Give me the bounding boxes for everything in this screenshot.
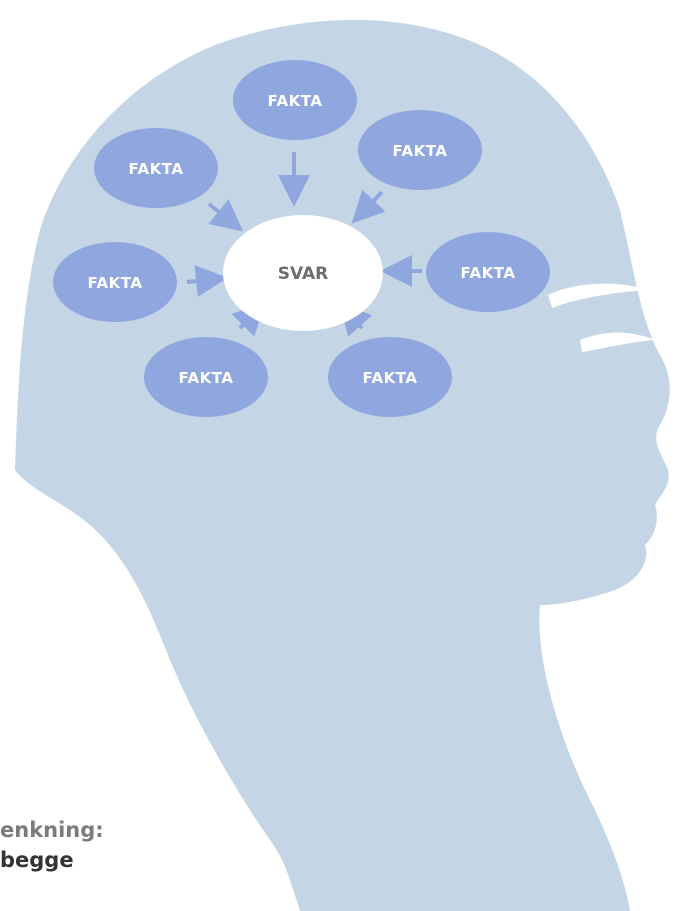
brow-highlight <box>548 283 650 308</box>
fact-node-1: FAKTA <box>233 60 357 140</box>
fact-node-ellipse <box>233 60 357 140</box>
fact-node-ellipse <box>53 242 177 322</box>
fact-node-7: FAKTA <box>328 337 452 417</box>
center-node: SVAR <box>223 215 383 331</box>
fact-node-ellipse <box>144 337 268 417</box>
fact-node-ellipse <box>358 110 482 190</box>
fact-node-3: FAKTA <box>358 110 482 190</box>
fact-node-ellipse <box>426 232 550 312</box>
fact-node-4: FAKTA <box>53 242 177 322</box>
arrow-3 <box>351 189 386 224</box>
fact-node-ellipse <box>94 128 218 208</box>
fact-node-label: FAKTA <box>88 274 143 292</box>
fact-node-label: FAKTA <box>461 264 516 282</box>
fact-node-2: FAKTA <box>94 128 218 208</box>
fact-node-ellipse <box>328 337 452 417</box>
center-label: SVAR <box>278 264 329 284</box>
caption-line-1: enkning: <box>0 818 104 842</box>
arrow-2 <box>207 199 244 232</box>
arrow-4 <box>186 265 228 297</box>
fact-node-label: FAKTA <box>268 92 323 110</box>
fact-node-label: FAKTA <box>363 369 418 387</box>
caption-line-2: begge <box>0 848 74 872</box>
fact-node-label: FAKTA <box>179 369 234 387</box>
fact-node-label: FAKTA <box>129 160 184 178</box>
eye-highlight <box>580 332 655 352</box>
fact-node-6: FAKTA <box>144 337 268 417</box>
fact-node-label: FAKTA <box>393 142 448 160</box>
fact-node-5: FAKTA <box>426 232 550 312</box>
center-ellipse <box>223 215 383 331</box>
